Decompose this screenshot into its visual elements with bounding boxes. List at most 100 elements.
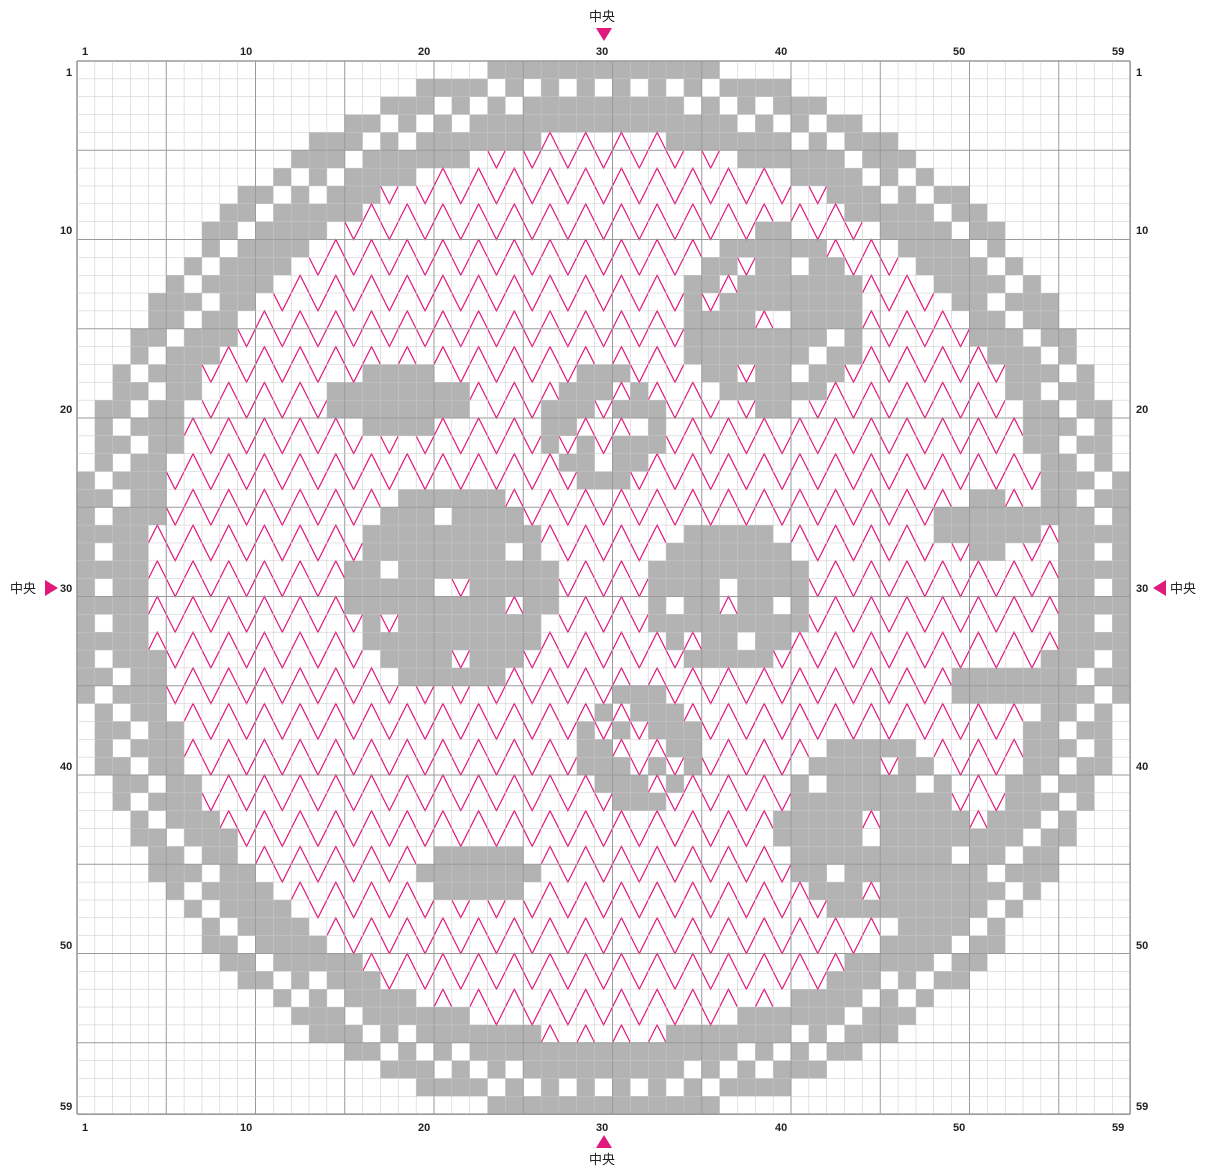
filled-square [1077,525,1095,543]
filled-square [184,329,202,347]
filled-square [256,882,274,900]
filled-square [380,650,398,668]
filled-square [452,1078,470,1096]
filled-square [845,204,863,222]
left-label-10: 10 [60,225,72,237]
filled-square [755,543,773,561]
filled-square [916,918,934,936]
filled-square [791,275,809,293]
filled-square [541,79,559,97]
filled-square [505,846,523,864]
filled-square [845,882,863,900]
filled-square [1059,704,1077,722]
filled-square [148,650,166,668]
filled-square [113,472,131,490]
filled-square [1059,329,1077,347]
filled-square [166,811,184,829]
filled-square [595,364,613,382]
filled-square [184,382,202,400]
filled-square [684,1078,702,1096]
filled-square [523,97,541,115]
filled-square [505,632,523,650]
filled-square [363,543,381,561]
filled-square [595,739,613,757]
filled-square [1077,597,1095,615]
filled-square [363,1043,381,1061]
filled-square [737,311,755,329]
filled-square [452,507,470,525]
filled-square [737,597,755,615]
filled-square [416,507,434,525]
filled-square [184,364,202,382]
filled-square [345,382,363,400]
left-label-30: 30 [60,583,72,595]
filled-square [1077,579,1095,597]
filled-square [845,311,863,329]
filled-square [845,1043,863,1061]
filled-square [827,275,845,293]
filled-square [380,132,398,150]
bottom-label-20: 20 [418,1122,430,1134]
filled-square [898,918,916,936]
filled-square [809,1025,827,1043]
filled-square [1005,811,1023,829]
filled-square [505,1096,523,1114]
filled-square [416,382,434,400]
filled-square [613,1078,631,1096]
filled-square [1077,543,1095,561]
filled-square [1112,489,1130,507]
filled-square [773,632,791,650]
filled-square [380,507,398,525]
filled-square [595,1061,613,1079]
filled-square [398,632,416,650]
filled-square [952,668,970,686]
filled-square [488,1096,506,1114]
filled-square [648,1078,666,1096]
filled-square [648,79,666,97]
filled-square [470,115,488,133]
filled-square [505,507,523,525]
left-label-1: 1 [66,67,72,79]
filled-square [131,347,149,365]
filled-square [898,186,916,204]
filled-square [934,525,952,543]
filled-square [595,775,613,793]
filled-square [862,1025,880,1043]
filled-square [256,936,274,954]
filled-square [398,150,416,168]
filled-square [1023,864,1041,882]
filled-square [737,97,755,115]
filled-square [791,240,809,258]
filled-square [755,115,773,133]
filled-square [131,668,149,686]
filled-square [434,79,452,97]
filled-square [880,793,898,811]
filled-square [113,597,131,615]
filled-square [541,400,559,418]
top-label-40: 40 [775,46,787,58]
filled-square [934,507,952,525]
center-marker-bottom: 中央 [589,1135,615,1167]
filled-square [488,1061,506,1079]
filled-square [1041,364,1059,382]
filled-square [434,882,452,900]
filled-square [666,132,684,150]
filled-square [1094,400,1112,418]
filled-square [523,61,541,79]
filled-square [934,936,952,954]
filled-square [523,614,541,632]
filled-square [827,846,845,864]
filled-square [327,186,345,204]
filled-square [791,1061,809,1079]
filled-square [862,954,880,972]
filled-square [1077,436,1095,454]
filled-square [363,525,381,543]
filled-square [1077,400,1095,418]
right-axis-labels: 1 10 20 30 40 50 59 [1136,67,1148,1113]
filled-square [702,543,720,561]
filled-square [613,97,631,115]
filled-square [131,650,149,668]
filled-square [505,132,523,150]
filled-square [827,364,845,382]
filled-square [1023,811,1041,829]
